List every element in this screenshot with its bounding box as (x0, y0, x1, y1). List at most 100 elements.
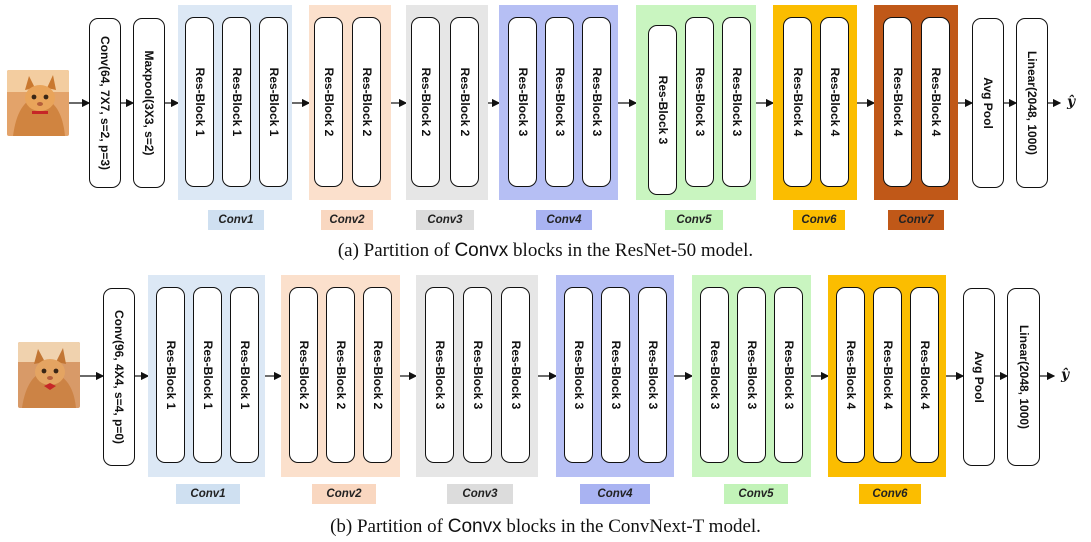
res-block: Res-Block 3 (722, 17, 751, 187)
res-block-label: Res-Block 2 (321, 67, 336, 137)
res-block: Res-Block 2 (411, 17, 440, 187)
res-block: Res-Block 3 (582, 17, 611, 187)
res-block: Res-Block 1 (259, 17, 288, 187)
res-block: Res-Block 4 (783, 17, 812, 187)
res-block: Res-Block 4 (910, 287, 939, 463)
input-cat-image (18, 342, 80, 408)
conv5-tag: Conv5 (724, 484, 788, 504)
res-block-label: Res-Block 4 (890, 67, 905, 137)
res-block-label: Res-Block 3 (781, 340, 796, 410)
res-block: Res-Block 4 (873, 287, 902, 463)
res-block-label: Res-Block 3 (589, 67, 604, 137)
res-block-label: Res-Block 3 (552, 67, 567, 137)
caption-a-mono: Convx (454, 240, 509, 261)
avg-pool-label: Avg Pool (981, 77, 995, 129)
conv1-group: Res-Block 1 Res-Block 1 Res-Block 1 (178, 5, 292, 200)
res-block: Res-Block 4 (921, 17, 950, 187)
res-block: Res-Block 3 (638, 287, 667, 463)
maxpool-block: Maxpool(3X3, s=2) (133, 18, 165, 188)
res-block-label: Res-Block 4 (790, 67, 805, 137)
res-block: Res-Block 4 (883, 17, 912, 187)
stem-conv-label: Conv(64, 7X7, s=2, p=3) (98, 35, 112, 171)
res-block: Res-Block 3 (463, 287, 492, 463)
caption-b-mono: Convx (447, 516, 502, 537)
res-block-label: Res-Block 2 (370, 340, 385, 410)
conv2-tag: Conv2 (321, 210, 373, 230)
res-block: Res-Block 3 (700, 287, 729, 463)
res-block: Res-Block 2 (326, 287, 355, 463)
res-block-label: Res-Block 3 (655, 75, 670, 145)
res-block: Res-Block 3 (685, 17, 714, 187)
maxpool-label: Maxpool(3X3, s=2) (142, 50, 156, 156)
conv2-group: Res-Block 2 Res-Block 2 (309, 5, 391, 200)
res-block: Res-Block 3 (545, 17, 574, 187)
res-block-label: Res-Block 2 (333, 340, 348, 410)
conv1-tag: Conv1 (176, 484, 240, 504)
input-cat-image (7, 70, 69, 136)
stem-conv-block: Conv(96, 4X4, s=4, p=0) (103, 288, 135, 466)
caption-b-post: blocks in the ConvNext-T model. (501, 516, 761, 537)
conv2-group: Res-Block 2 Res-Block 2 Res-Block 2 (281, 275, 400, 477)
res-block: Res-Block 3 (648, 25, 677, 195)
res-block-label: Res-Block 2 (296, 340, 311, 410)
flow-arrows (69, 98, 1062, 108)
conv4-tag: Conv4 (536, 210, 592, 230)
res-block: Res-Block 4 (820, 17, 849, 187)
caption-a-post: blocks in the ResNet-50 model. (508, 240, 754, 261)
res-block-label: Res-Block 4 (843, 340, 858, 410)
conv3-tag: Conv3 (416, 210, 474, 230)
caption-a: (a) Partition of Convx blocks in the Res… (0, 240, 1091, 262)
res-block-label: Res-Block 3 (707, 340, 722, 410)
res-block: Res-Block 3 (774, 287, 803, 463)
res-block: Res-Block 1 (230, 287, 259, 463)
res-block-label: Res-Block 3 (515, 67, 530, 137)
res-block: Res-Block 3 (425, 287, 454, 463)
output-label: ŷ (1067, 94, 1076, 110)
conv3-tag: Conv3 (447, 484, 513, 504)
conv1-group: Res-Block 1 Res-Block 1 Res-Block 1 (148, 275, 265, 477)
res-block: Res-Block 2 (450, 17, 479, 187)
conv6-group: Res-Block 4 Res-Block 4 (773, 5, 857, 200)
caption-b-pre: (b) Partition of (330, 516, 448, 537)
linear-block: Linear(2048, 1000) (1016, 18, 1048, 188)
res-block-label: Res-Block 1 (266, 67, 281, 137)
avg-pool-label: Avg Pool (972, 351, 986, 403)
res-block-label: Res-Block 4 (827, 67, 842, 137)
conv3-group: Res-Block 2 Res-Block 2 (406, 5, 488, 200)
res-block-label: Res-Block 1 (192, 67, 207, 137)
convnext-diagram: Conv(96, 4X4, s=4, p=0) Res-Block 1 Res-… (0, 270, 1091, 510)
res-block: Res-Block 4 (836, 287, 865, 463)
res-block: Res-Block 1 (156, 287, 185, 463)
caption-b: (b) Partition of Convx blocks in the Con… (0, 516, 1091, 538)
res-block: Res-Block 3 (508, 17, 537, 187)
conv6-tag: Conv6 (859, 484, 921, 504)
res-block: Res-Block 1 (222, 17, 251, 187)
caption-a-pre: (a) Partition of (337, 240, 455, 261)
res-block: Res-Block 3 (564, 287, 593, 463)
res-block-label: Res-Block 3 (608, 340, 623, 410)
res-block-label: Res-Block 4 (928, 67, 943, 137)
flow-arrows (80, 371, 1056, 381)
res-block-label: Res-Block 3 (692, 67, 707, 137)
res-block-label: Res-Block 3 (645, 340, 660, 410)
avg-pool-block: Avg Pool (972, 18, 1004, 188)
conv7-group: Res-Block 4 Res-Block 4 (874, 5, 958, 200)
res-block: Res-Block 2 (314, 17, 343, 187)
conv4-tag: Conv4 (580, 484, 650, 504)
res-block-label: Res-Block 1 (200, 340, 215, 410)
conv5-group: Res-Block 3 Res-Block 3 Res-Block 3 (636, 5, 756, 200)
res-block-label: Res-Block 1 (237, 340, 252, 410)
res-block: Res-Block 2 (352, 17, 381, 187)
conv5-group: Res-Block 3 Res-Block 3 Res-Block 3 (692, 275, 811, 477)
avg-pool-block: Avg Pool (963, 288, 995, 466)
res-block-label: Res-Block 3 (470, 340, 485, 410)
conv7-tag: Conv7 (888, 210, 944, 230)
linear-label: Linear(2048, 1000) (1016, 324, 1031, 430)
res-block-label: Res-Block 3 (508, 340, 523, 410)
res-block-label: Res-Block 2 (359, 67, 374, 137)
stem-conv-block: Conv(64, 7X7, s=2, p=3) (89, 18, 121, 188)
res-block-label: Res-Block 1 (229, 67, 244, 137)
res-block: Res-Block 2 (289, 287, 318, 463)
res-block: Res-Block 3 (501, 287, 530, 463)
res-block-label: Res-Block 3 (571, 340, 586, 410)
